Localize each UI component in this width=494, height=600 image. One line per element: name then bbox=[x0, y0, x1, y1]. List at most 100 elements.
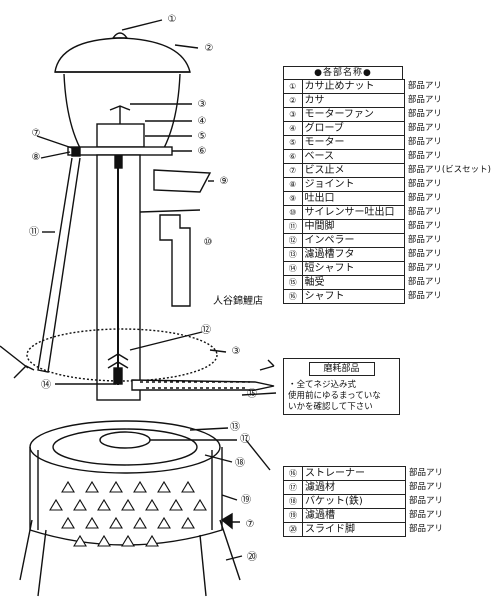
callout-10: ⑩ bbox=[204, 237, 213, 248]
part-status: 部品アリ bbox=[407, 137, 442, 147]
part-num: ⑥ bbox=[283, 149, 303, 164]
callout-3b: ③ bbox=[232, 346, 241, 357]
part-status: 部品アリ bbox=[409, 468, 444, 478]
middle-leg bbox=[37, 157, 81, 373]
part-num: ⑮ bbox=[283, 275, 303, 290]
part-name: 濾過材 bbox=[302, 480, 406, 495]
leg-foot bbox=[13, 365, 35, 379]
parts-table-title: ●各部名称● bbox=[283, 66, 403, 80]
part-status: 部品アリ bbox=[407, 221, 442, 231]
wear-parts-note: ・全てネジ込み式 使用前にゆるまっていな いかを確認して下さい bbox=[284, 376, 399, 413]
part-status: 部品アリ bbox=[407, 291, 442, 301]
cap-nut bbox=[111, 32, 129, 39]
part-num: ① bbox=[283, 79, 303, 94]
part-num: ⑤ bbox=[283, 135, 303, 150]
part-status: 部品アリ bbox=[409, 510, 444, 520]
part-num: ⑯ bbox=[283, 289, 303, 304]
part-num: ③ bbox=[283, 107, 303, 122]
base bbox=[67, 146, 173, 156]
part-name: 軸受 bbox=[301, 275, 405, 290]
callout-4: ④ bbox=[198, 116, 207, 127]
part-status: 部品アリ bbox=[407, 81, 442, 91]
part-name: 中間脚 bbox=[301, 219, 405, 234]
part-name: スライド脚 bbox=[302, 522, 406, 537]
callout-6: ⑥ bbox=[198, 146, 207, 157]
part-name: ジョイント bbox=[301, 177, 405, 192]
part-num: ⑧ bbox=[283, 177, 303, 192]
shop-name: 人谷錦鯉店 bbox=[213, 296, 263, 307]
part-name: ビス止メ bbox=[301, 163, 405, 178]
part-num: ⑫ bbox=[283, 233, 303, 248]
wear-parts-title: 磨耗部品 bbox=[308, 362, 375, 376]
wear-note-line: いかを確認して下さい bbox=[288, 402, 373, 412]
part-status: 部品アリ bbox=[407, 151, 442, 161]
part-status: 部品アリ bbox=[407, 109, 442, 119]
part-name: インペラー bbox=[301, 233, 405, 248]
part-num: ⑪ bbox=[283, 219, 303, 234]
callout-14: ⑭ bbox=[41, 379, 51, 391]
part-name: モーターファン bbox=[301, 107, 405, 122]
part-num: ④ bbox=[283, 121, 303, 136]
part-status: 部品アリ bbox=[407, 277, 442, 287]
tank-inner bbox=[37, 450, 213, 530]
strainer bbox=[99, 431, 151, 449]
callout-20: ⑳ bbox=[247, 551, 257, 563]
part-name: カサ止めナット bbox=[301, 79, 405, 94]
wear-note-line: 使用前にゆるまっていな bbox=[288, 391, 381, 401]
part-status: 部品アリ bbox=[409, 496, 444, 506]
callout-13: ⑬ bbox=[230, 421, 240, 433]
part-name: シャフト bbox=[301, 289, 405, 304]
callout-7: ⑦ bbox=[32, 128, 41, 139]
callout-11: ⑪ bbox=[29, 226, 39, 238]
callout-3: ③ bbox=[198, 99, 207, 110]
part-num: ⑰ bbox=[283, 480, 303, 495]
part-status: 部品アリ bbox=[409, 524, 444, 534]
leg-arrow bbox=[0, 345, 29, 369]
part-name: ストレーナー bbox=[302, 466, 406, 481]
tank-lid bbox=[52, 428, 198, 466]
motor bbox=[96, 123, 145, 148]
short-shaft bbox=[113, 367, 123, 385]
part-num: ⑲ bbox=[283, 508, 303, 523]
callout-15: ⑮ bbox=[247, 388, 257, 400]
callout-9: ⑨ bbox=[220, 176, 229, 187]
joint bbox=[114, 155, 123, 169]
part-status: 部品アリ bbox=[407, 207, 442, 217]
part-status: 部品アリ bbox=[407, 123, 442, 133]
outlet bbox=[153, 169, 212, 193]
callout-17: ⑰ bbox=[240, 433, 250, 445]
part-num: ⑨ bbox=[283, 191, 303, 206]
part-status: 部品アリ bbox=[407, 235, 442, 245]
part-name: サイレンサー吐出口 bbox=[301, 205, 405, 220]
part-status: 部品アリ bbox=[407, 263, 442, 273]
part-status: 部品アリ bbox=[407, 249, 442, 259]
callout-2: ② bbox=[205, 43, 214, 54]
part-name: モーター bbox=[301, 135, 405, 150]
part-name: 濾過槽 bbox=[302, 508, 406, 523]
callout-8: ⑧ bbox=[32, 152, 41, 163]
callout-1: ① bbox=[168, 14, 177, 25]
part-num: ⑦ bbox=[283, 163, 303, 178]
part-num: ⑱ bbox=[283, 494, 303, 509]
callout-19: ⑲ bbox=[241, 494, 251, 506]
part-name: 吐出口 bbox=[301, 191, 405, 206]
motor-fan bbox=[109, 105, 131, 124]
part-name: 短シャフト bbox=[301, 261, 405, 276]
screw bbox=[71, 147, 81, 157]
part-name: ベース bbox=[301, 149, 405, 164]
